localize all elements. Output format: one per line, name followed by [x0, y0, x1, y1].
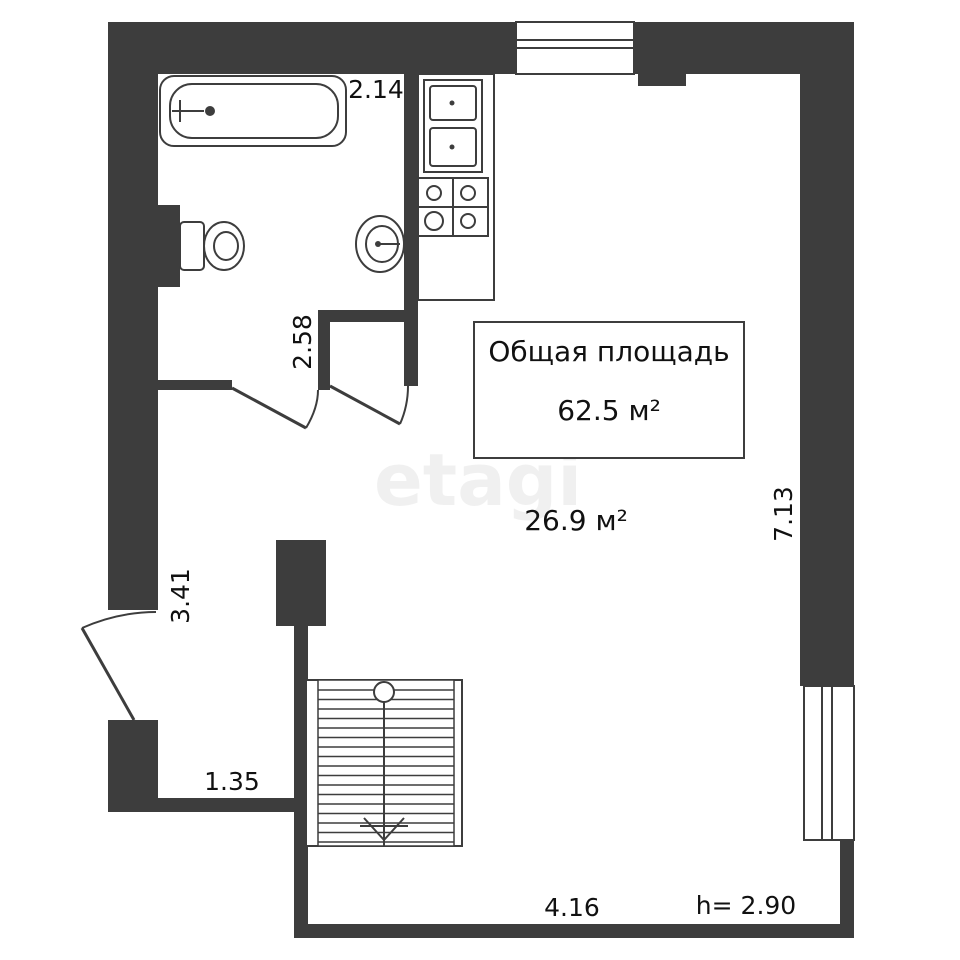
- door-entry: [80, 611, 157, 721]
- door-closet: [329, 384, 409, 426]
- dim-ceiling-height: h= 2.90: [696, 891, 796, 920]
- door-bathroom: [231, 386, 319, 430]
- staircase: [305, 679, 463, 847]
- room-area: 26.9 м²: [524, 504, 628, 537]
- total-area-label: Общая площадь: [488, 335, 729, 368]
- total-area-box: Общая площадь 62.5 м²: [473, 321, 745, 459]
- dim-entry-wall: 3.41: [166, 568, 195, 624]
- inner-partitions: [158, 74, 418, 390]
- dim-bottom-wall: 4.16: [544, 893, 600, 922]
- stove-icon: [417, 177, 489, 237]
- bathtub-icon: [159, 75, 347, 147]
- dim-bottom-left-wall: 1.35: [204, 767, 260, 796]
- dim-room-height-side: 7.13: [769, 486, 798, 542]
- stair-steps: [318, 689, 454, 843]
- sink-icon: [355, 215, 405, 273]
- outer-walls: [108, 22, 854, 938]
- kitchen-sink-icon: [423, 79, 483, 173]
- window-right: [803, 685, 855, 841]
- toilet-icon: [179, 221, 245, 271]
- window-top: [515, 21, 635, 75]
- dim-bathroom-width: 2.14: [348, 75, 404, 104]
- total-area-value: 62.5 м²: [557, 394, 661, 427]
- dim-bathroom-height: 2.58: [288, 314, 317, 370]
